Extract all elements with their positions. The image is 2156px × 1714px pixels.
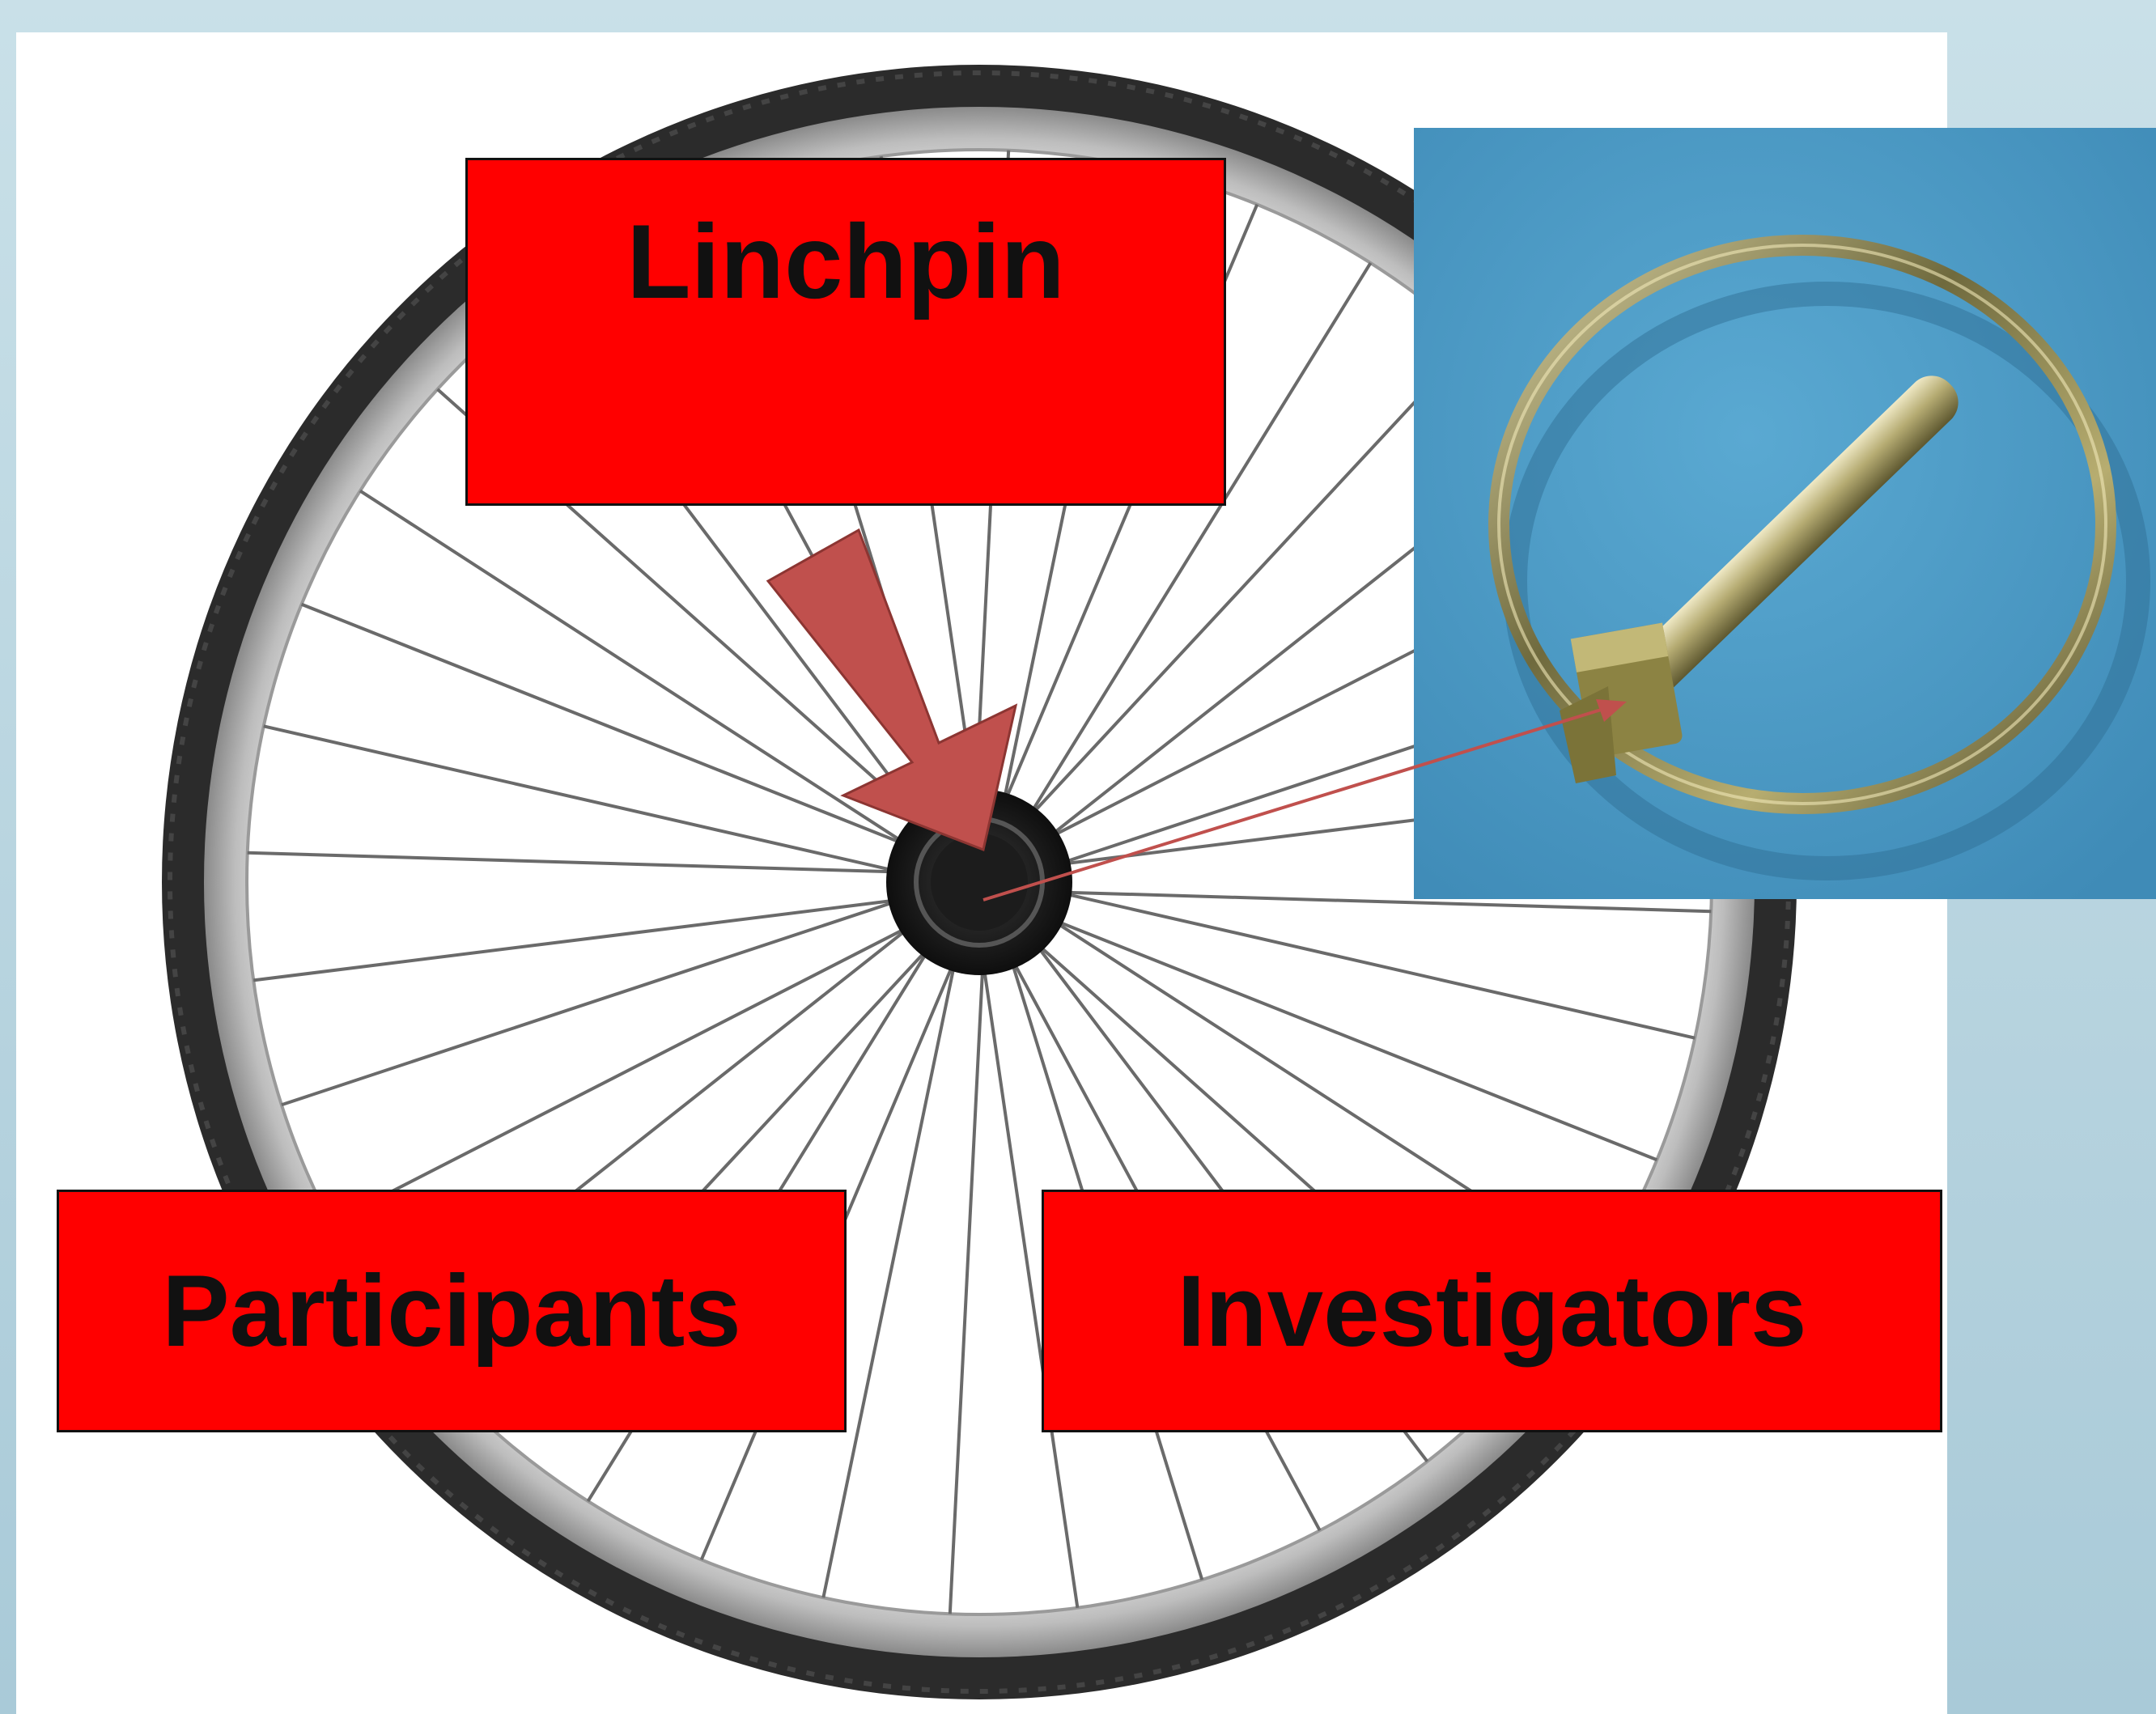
linchpin-label: Linchpin xyxy=(626,201,1065,322)
participants-label-box: Participants xyxy=(57,1190,847,1432)
participants-label: Participants xyxy=(162,1254,741,1369)
investigators-label: Investigators xyxy=(1177,1254,1806,1369)
linchpin-label-box: Linchpin xyxy=(465,158,1226,506)
linchpin-photo xyxy=(1414,128,2156,899)
investigators-label-box: Investigators xyxy=(1042,1190,1942,1432)
